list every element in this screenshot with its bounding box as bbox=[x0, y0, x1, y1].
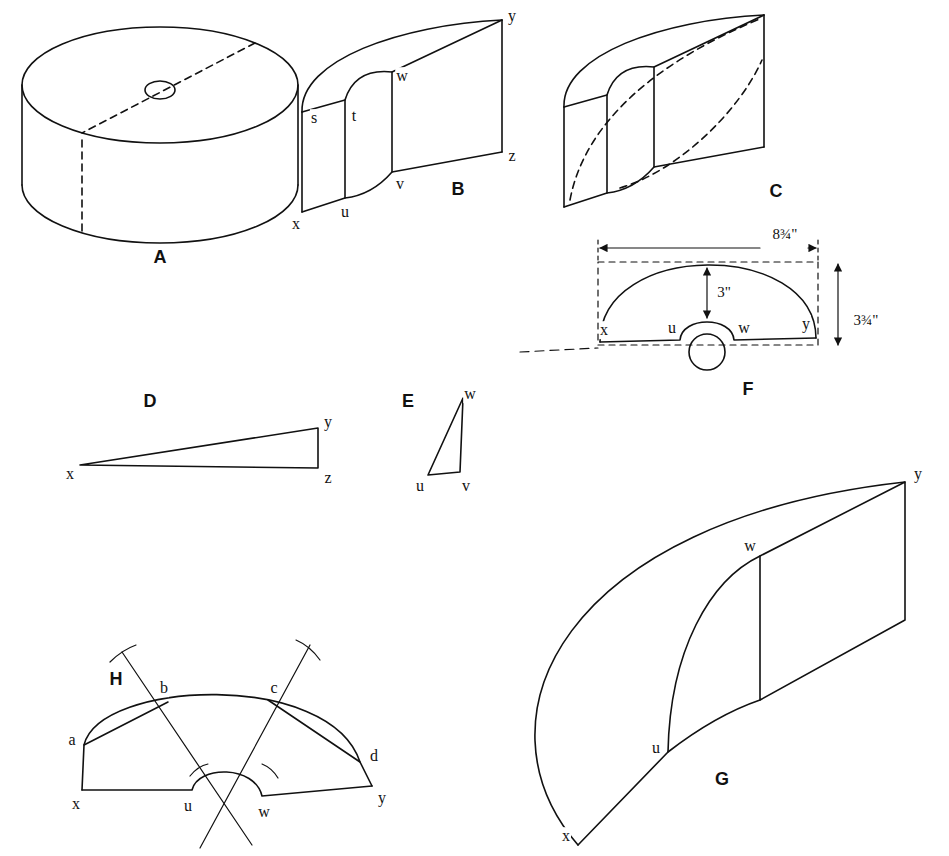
hole bbox=[145, 81, 175, 99]
chord bbox=[84, 700, 360, 762]
flat-face bbox=[760, 482, 905, 700]
plan-view-figure bbox=[520, 240, 838, 370]
figure-letter: G bbox=[714, 770, 730, 790]
half-block-figure bbox=[302, 20, 502, 212]
point-label: d bbox=[369, 747, 379, 765]
dimension-label: 3¾" bbox=[853, 312, 880, 329]
point-label: y bbox=[913, 465, 923, 483]
point-label: u bbox=[667, 319, 677, 337]
figure-letter: E bbox=[401, 392, 415, 412]
top-edge bbox=[302, 20, 502, 112]
cut-line bbox=[81, 140, 83, 233]
figure-letter: H bbox=[109, 670, 124, 690]
outer-curve bbox=[535, 482, 905, 845]
projection-line bbox=[520, 348, 598, 352]
bottom-arc bbox=[22, 185, 298, 243]
dimension-line bbox=[600, 247, 760, 248]
point-label: t bbox=[351, 107, 357, 125]
hidden-curve bbox=[620, 60, 762, 188]
point-label: x bbox=[291, 215, 301, 233]
top-edge bbox=[564, 15, 764, 107]
compass-arc bbox=[110, 640, 320, 662]
bisector-line bbox=[200, 645, 310, 848]
compass-arc bbox=[190, 764, 278, 778]
point-label: w bbox=[395, 67, 409, 85]
bisector-line bbox=[122, 652, 252, 845]
half-block-figure bbox=[564, 15, 764, 207]
vertical-edges bbox=[302, 20, 502, 212]
point-label: v bbox=[461, 477, 471, 495]
dimension-line bbox=[837, 264, 838, 345]
point-label: v bbox=[395, 175, 405, 193]
dimension-line bbox=[706, 268, 707, 318]
dimension-label: 3" bbox=[716, 284, 732, 301]
figure-letter: B bbox=[451, 180, 466, 200]
point-label: z bbox=[507, 147, 516, 165]
point-label: u bbox=[183, 797, 193, 815]
hidden-curve bbox=[570, 18, 762, 200]
side-edge bbox=[21, 85, 23, 185]
triangle-d bbox=[80, 428, 318, 468]
figure-letter: D bbox=[143, 392, 158, 412]
construction-figure bbox=[82, 640, 372, 848]
point-label: x bbox=[561, 827, 571, 845]
outer-curve bbox=[302, 20, 502, 112]
outer-arc bbox=[600, 265, 816, 342]
figure-letter: F bbox=[742, 380, 755, 400]
point-label: w bbox=[463, 385, 477, 403]
dimension-line bbox=[808, 247, 816, 248]
point-label: y bbox=[323, 413, 333, 431]
figure-letter: A bbox=[153, 248, 168, 268]
triangle-e bbox=[428, 398, 463, 475]
extension-line bbox=[597, 240, 598, 262]
point-label: a bbox=[67, 731, 76, 749]
figure-letter: C bbox=[769, 182, 784, 202]
point-label: c bbox=[269, 679, 278, 697]
dimension-label: 8¾" bbox=[772, 226, 799, 243]
cylinder-figure bbox=[22, 27, 298, 243]
point-label: z bbox=[323, 469, 332, 487]
side-edge bbox=[297, 85, 299, 185]
point-label: w bbox=[257, 803, 271, 821]
outer-arc bbox=[82, 695, 372, 790]
point-label: y bbox=[801, 315, 811, 333]
inner-curve bbox=[668, 556, 760, 752]
point-label: u bbox=[340, 203, 350, 221]
point-label: u bbox=[415, 477, 425, 495]
bottom-edge bbox=[302, 152, 502, 212]
point-label: y bbox=[377, 789, 387, 807]
bottom-edge bbox=[564, 147, 764, 207]
hole-circle bbox=[689, 334, 725, 370]
point-label: y bbox=[507, 7, 517, 25]
bottom-edge bbox=[578, 700, 760, 845]
point-label: x bbox=[65, 465, 75, 483]
outer-curve bbox=[564, 15, 764, 107]
point-label: x bbox=[599, 321, 609, 339]
point-label: w bbox=[737, 319, 751, 337]
point-label: x bbox=[71, 795, 81, 813]
point-label: w bbox=[743, 537, 757, 555]
bounding-box bbox=[598, 262, 818, 345]
pattern-figure bbox=[535, 482, 905, 845]
top-ellipse bbox=[22, 27, 298, 143]
base-edge bbox=[82, 772, 372, 796]
base-edge bbox=[600, 322, 816, 342]
point-label: b bbox=[159, 679, 169, 697]
vertical-edges bbox=[564, 15, 764, 207]
cut-line bbox=[82, 43, 255, 133]
point-label: s bbox=[310, 109, 318, 127]
extension-line bbox=[817, 240, 818, 262]
point-label: u bbox=[651, 739, 661, 757]
